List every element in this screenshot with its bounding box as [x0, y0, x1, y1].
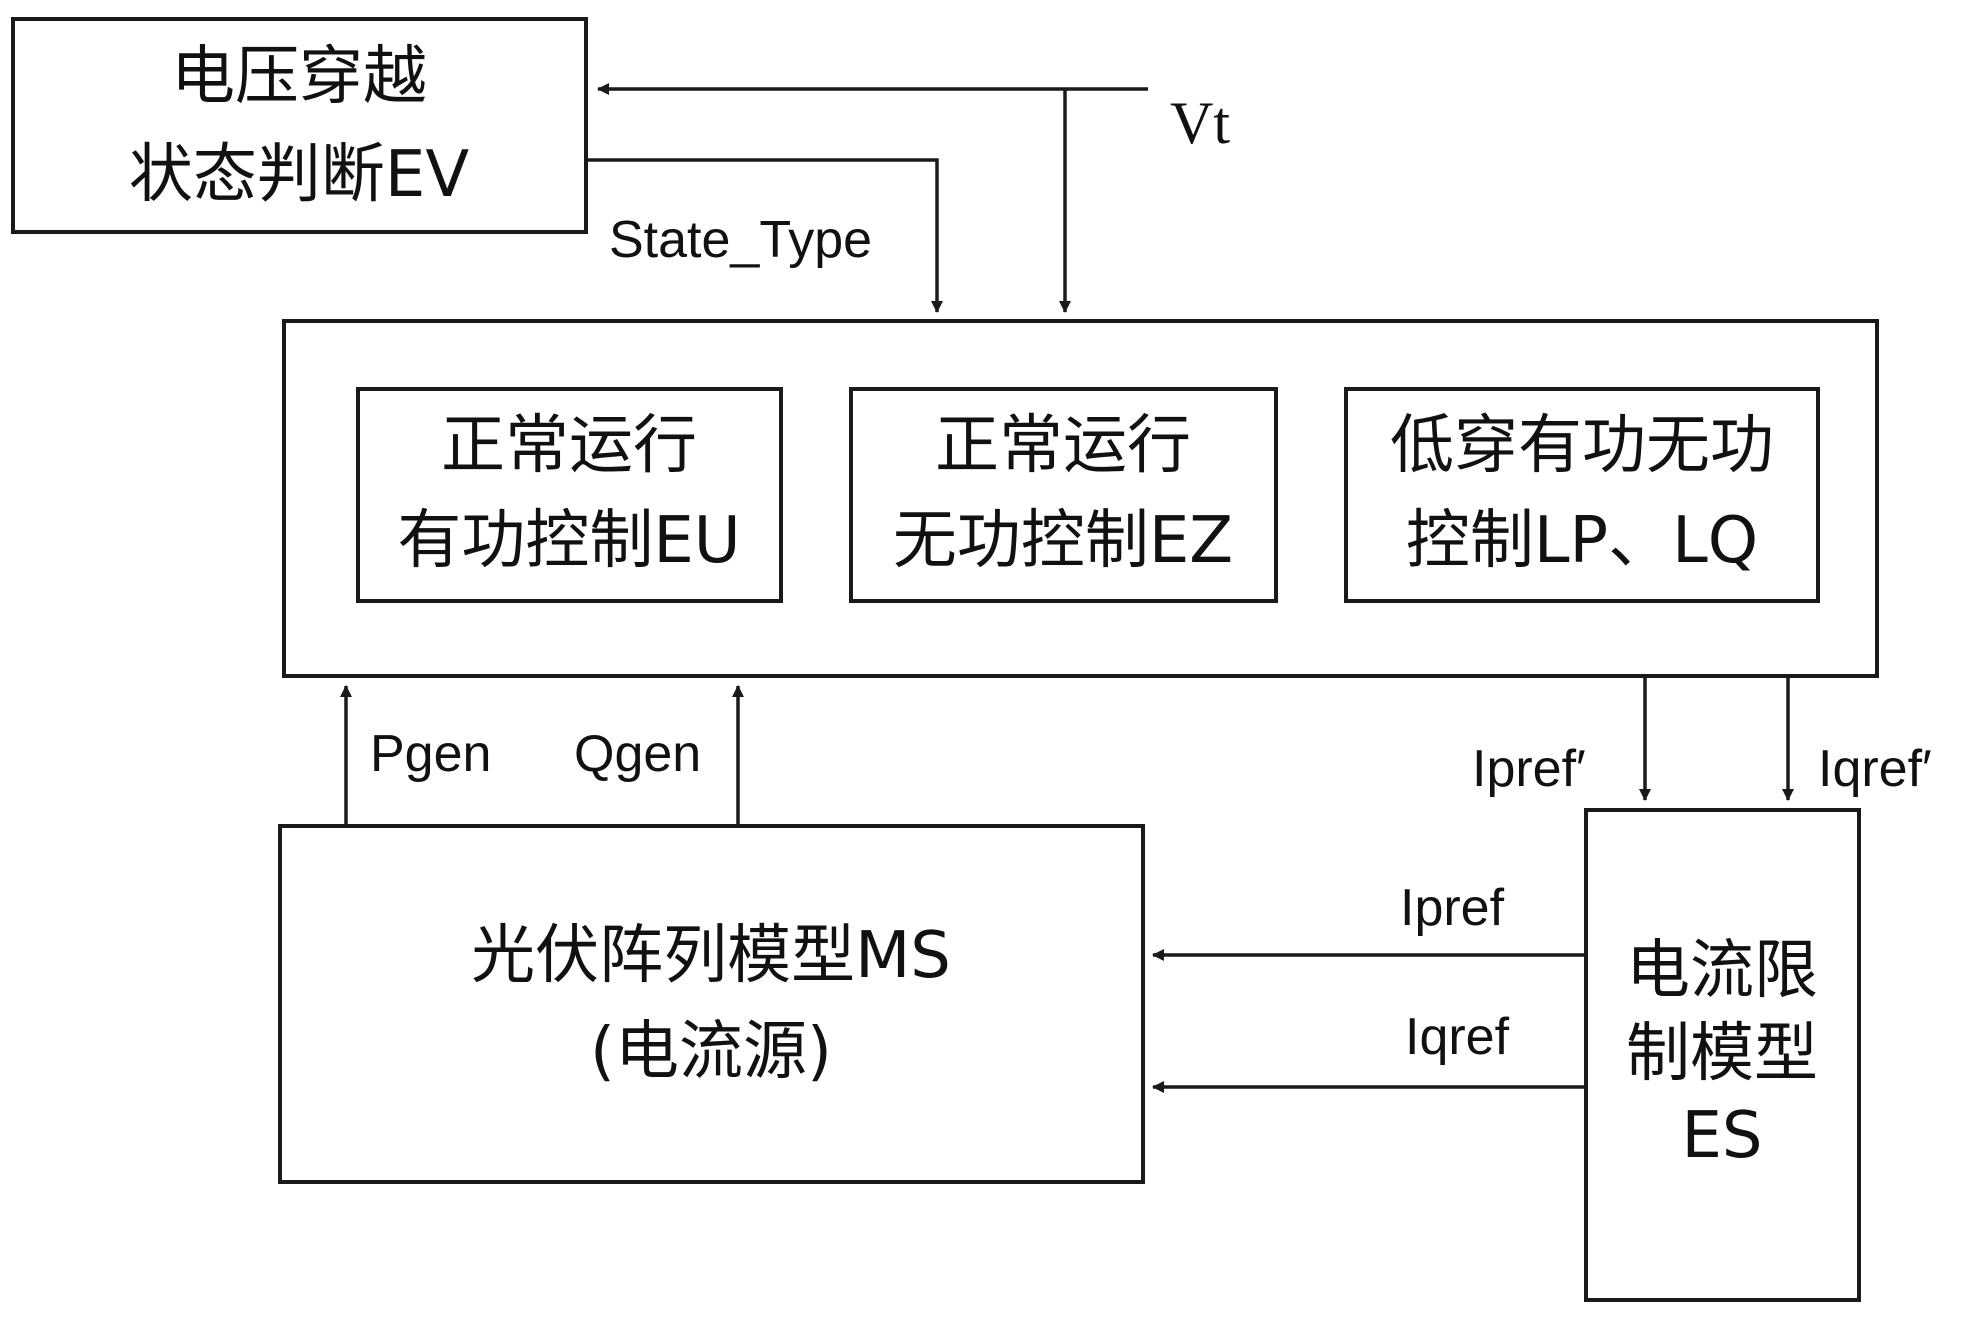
lvrt-control-box: [1344, 387, 1820, 603]
ipref-signal-label: Ipref: [1400, 879, 1505, 937]
ipref-prime-signal-label: Ipref′: [1472, 740, 1586, 798]
ez-box-label-line2: 无功控制EZ: [893, 504, 1233, 578]
ev-box-label-line2: 状态判断EV: [129, 138, 469, 212]
vt-signal-label: Vt: [1170, 90, 1230, 156]
ms-box-label-line1: 光伏阵列模型MS: [471, 919, 951, 993]
pgen-signal-label: Pgen: [370, 725, 491, 783]
pv-array-model-box: [278, 824, 1145, 1184]
ms-box-label-line2: (电流源): [590, 1015, 832, 1089]
eu-box-label-line1: 正常运行: [441, 409, 697, 483]
ev-box-label-line1: 电压穿越: [171, 40, 427, 114]
es-box-label-line2: 制模型: [1626, 1017, 1818, 1091]
lp-box-label-line2: 控制LP、LQ: [1406, 504, 1758, 578]
ez-box-label-line1: 正常运行: [935, 409, 1191, 483]
eu-box-label-line2: 有功控制EU: [397, 504, 740, 578]
normal-reactive-control-box: [849, 387, 1278, 603]
state-type-signal-label: State_Type: [609, 211, 872, 269]
iqref-signal-label: Iqref: [1405, 1008, 1510, 1066]
es-box-label-line1: 电流限: [1626, 934, 1818, 1008]
lp-box-label-line1: 低穿有功无功: [1390, 409, 1774, 483]
es-box-label-line3: ES: [1681, 1099, 1762, 1173]
normal-active-control-box: [356, 387, 783, 603]
voltage-ride-through-state-box: [11, 17, 588, 234]
state-type-arrow: [586, 158, 943, 313]
current-limit-model-box: [1584, 808, 1861, 1302]
qgen-signal-label: Qgen: [574, 725, 701, 783]
iqref-prime-signal-label: Iqref′: [1818, 740, 1932, 798]
